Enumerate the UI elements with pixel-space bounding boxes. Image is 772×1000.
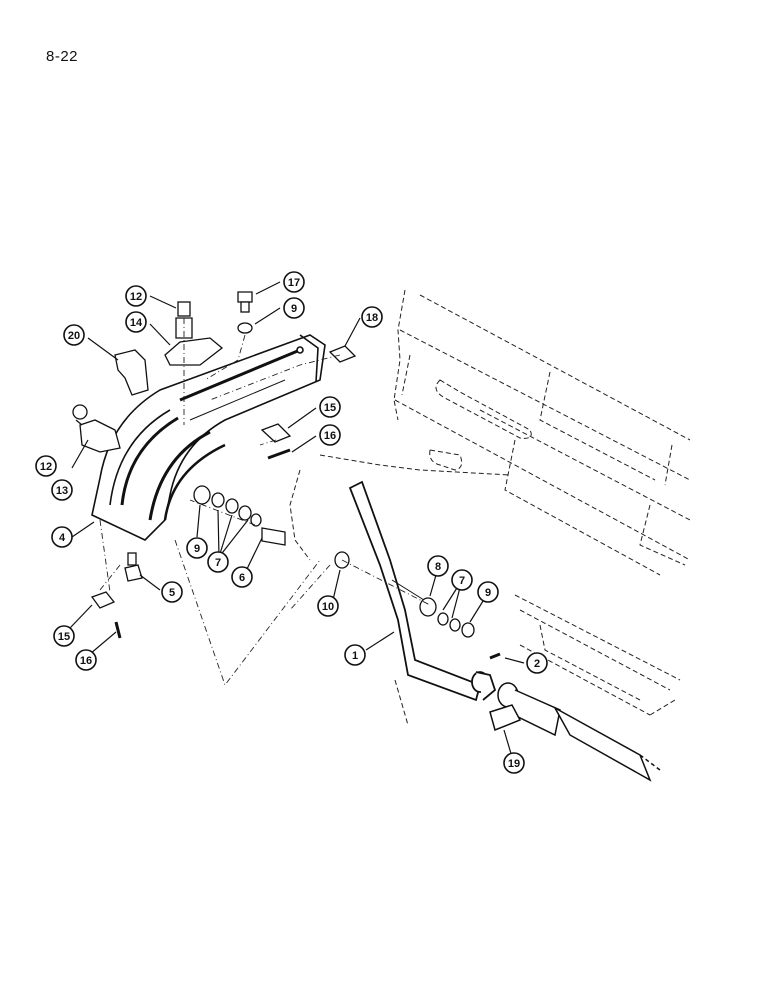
callout-label: 9 — [485, 587, 491, 599]
callout-9: 9 — [186, 537, 208, 559]
shift-lever — [348, 480, 497, 702]
callout-7: 7 — [451, 569, 473, 591]
leader-lines — [69, 281, 525, 758]
alignment-lines — [99, 318, 431, 686]
callout-14: 14 — [125, 311, 147, 333]
callout-16: 16 — [75, 649, 97, 671]
callout-12: 12 — [35, 455, 57, 477]
callout-label: 18 — [366, 312, 378, 324]
callout-label: 12 — [40, 461, 52, 473]
callout-label: 17 — [288, 277, 300, 289]
callout-19: 19 — [503, 752, 525, 774]
control-cable — [489, 682, 661, 782]
callout-2: 2 — [526, 652, 548, 674]
callout-label: 14 — [130, 317, 143, 329]
callout-label: 9 — [194, 543, 200, 555]
callout-label: 6 — [239, 572, 245, 584]
callout-label: 2 — [534, 658, 540, 670]
callout-label: 7 — [459, 575, 465, 587]
callout-label: 15 — [58, 631, 70, 643]
callout-label: 19 — [508, 758, 520, 770]
page-number: 8-22 — [46, 48, 79, 65]
callout-8: 8 — [427, 555, 449, 577]
callout-label: 12 — [130, 291, 142, 303]
callout-label: 10 — [322, 601, 334, 613]
callout-4: 4 — [51, 526, 73, 548]
callout-label: 8 — [435, 561, 441, 573]
callouts: 1 2 4 5 6 7 7 8 9 9 9 10 12 12 13 14 15 … — [35, 271, 548, 774]
callout-18: 18 — [361, 306, 383, 328]
callout-label: 20 — [68, 330, 80, 342]
callout-20: 20 — [63, 324, 85, 346]
callout-6: 6 — [231, 566, 253, 588]
callout-15: 15 — [319, 396, 341, 418]
callout-16: 16 — [319, 424, 341, 446]
callout-7: 7 — [207, 551, 229, 573]
callout-label: 16 — [80, 655, 92, 667]
callout-label: 9 — [291, 303, 297, 315]
callout-12: 12 — [125, 285, 147, 307]
callout-13: 13 — [51, 479, 73, 501]
callout-9: 9 — [477, 581, 499, 603]
callout-label: 15 — [324, 402, 336, 414]
callout-15: 15 — [53, 625, 75, 647]
callout-label: 13 — [56, 485, 68, 497]
callout-5: 5 — [161, 581, 183, 603]
callout-9: 9 — [283, 297, 305, 319]
callout-label: 5 — [169, 587, 175, 599]
callout-label: 1 — [352, 650, 358, 662]
small-parts — [72, 291, 501, 660]
callout-label: 4 — [59, 532, 66, 544]
callout-1: 1 — [344, 644, 366, 666]
quadrant-plate — [91, 334, 326, 541]
machine-frame — [289, 289, 691, 726]
callout-label: 7 — [215, 557, 221, 569]
callout-10: 10 — [317, 595, 339, 617]
callout-17: 17 — [283, 271, 305, 293]
callout-label: 16 — [324, 430, 336, 442]
